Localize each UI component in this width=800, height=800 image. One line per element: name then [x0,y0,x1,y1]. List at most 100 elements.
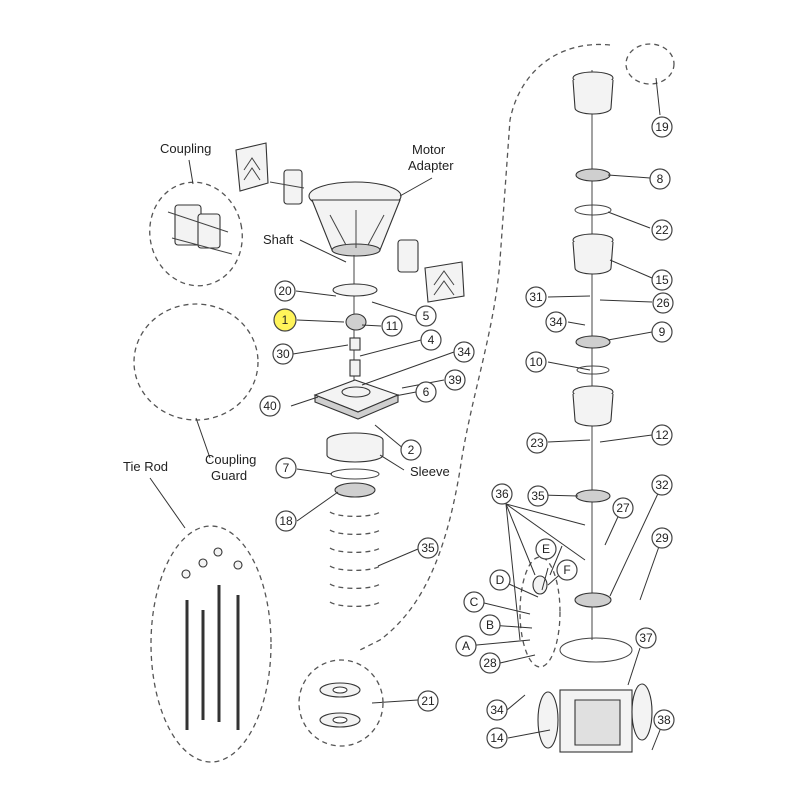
sleeve-label: Sleeve [410,464,450,479]
seal-housing-part [313,379,400,420]
callout-27: 27 [612,497,634,519]
callout-39: 39 [444,369,466,391]
svg-text:23: 23 [530,436,544,450]
callout-A: A [455,635,477,657]
svg-text:22: 22 [655,223,669,237]
svg-text:21: 21 [421,694,435,708]
pump-stack-group-outline [359,43,611,651]
coupling-guard-part-b [397,239,465,303]
shaft-label: Shaft [263,232,294,247]
callout-4: 4 [420,329,442,351]
callout-9: 9 [651,321,673,343]
svg-text:F: F [563,563,570,577]
pump-stack-right [532,70,614,640]
svg-text:6: 6 [423,385,430,399]
callout-8: 8 [649,168,671,190]
callout-19: 19 [651,116,673,138]
callout-2: 2 [400,439,422,461]
callout-32: 32 [651,474,673,496]
callout-40: 40 [259,395,281,417]
motor-adapter-label-line1: Motor [412,142,446,157]
coupling-guard-label-line2: Guard [211,468,247,483]
svg-text:35: 35 [421,541,435,555]
shaft-assembly [332,255,378,410]
svg-text:B: B [486,618,494,632]
callout-31: 31 [525,286,547,308]
callout-1: 1 [273,308,297,332]
svg-text:34: 34 [490,703,504,717]
callout-29: 29 [651,527,673,549]
svg-text:31: 31 [529,290,543,304]
tie-rod-group-outline [150,525,272,763]
svg-text:36: 36 [495,487,509,501]
callout-36: 36 [491,483,513,505]
callout-35-center: 35 [417,537,439,559]
svg-text:2: 2 [408,443,415,457]
callout-30: 30 [272,343,294,365]
callout-28: 28 [479,652,501,674]
stage-rings-35-left [329,511,381,608]
callout-22: 22 [651,219,673,241]
callout-D: D [489,569,511,591]
motor-adapter-part [308,181,402,257]
svg-text:7: 7 [283,461,290,475]
callout-7: 7 [275,457,297,479]
svg-text:1: 1 [282,313,289,327]
part-19-group-outline [625,43,675,85]
svg-text:9: 9 [659,325,666,339]
part-21-group-outline [298,659,384,747]
svg-text:30: 30 [276,347,290,361]
svg-text:38: 38 [657,713,671,727]
callout-12: 12 [651,424,673,446]
callout-37: 37 [635,627,657,649]
svg-text:8: 8 [657,172,664,186]
svg-text:34: 34 [457,345,471,359]
svg-text:34: 34 [549,315,563,329]
svg-text:D: D [496,573,505,587]
callout-34-center: 34 [453,341,475,363]
svg-text:28: 28 [483,656,497,670]
pump-base-parts-outline [519,556,561,668]
sleeve-part [326,432,384,498]
svg-text:29: 29 [655,531,669,545]
svg-text:27: 27 [616,501,630,515]
leader-lines [149,77,665,751]
svg-text:18: 18 [279,514,293,528]
svg-text:35: 35 [531,489,545,503]
coupling-parts [167,169,305,255]
callout-C: C [463,591,485,613]
tie-rods [181,547,243,730]
svg-text:40: 40 [263,399,277,413]
svg-text:A: A [462,639,470,653]
coupling-guard-label-line1: Coupling [205,452,256,467]
callout-F: F [556,559,578,581]
svg-text:10: 10 [529,355,543,369]
svg-text:11: 11 [386,319,399,333]
svg-text:E: E [542,542,550,556]
coupling-guard-part-a [235,142,269,192]
callout-23: 23 [526,432,548,454]
callout-B: B [479,614,501,636]
callout-15: 15 [651,269,673,291]
coupling-label: Coupling [160,141,211,156]
svg-text:14: 14 [490,731,504,745]
svg-text:32: 32 [655,478,669,492]
svg-text:19: 19 [655,120,669,134]
callout-20: 20 [274,280,296,302]
pump-casing-base [537,637,653,753]
coupling-group-outline [149,181,243,287]
svg-text:15: 15 [655,273,669,287]
svg-text:C: C [470,595,479,609]
callout-38: 38 [653,709,675,731]
callout-E: E [535,538,557,560]
motor-adapter-label-line2: Adapter [408,158,454,173]
callout-18: 18 [275,510,297,532]
callout-21: 21 [417,690,439,712]
tie-rod-label: Tie Rod [123,459,168,474]
svg-text:39: 39 [448,373,462,387]
callout-6: 6 [415,381,437,403]
svg-text:12: 12 [655,428,669,442]
svg-text:20: 20 [278,284,292,298]
svg-text:26: 26 [656,296,670,310]
